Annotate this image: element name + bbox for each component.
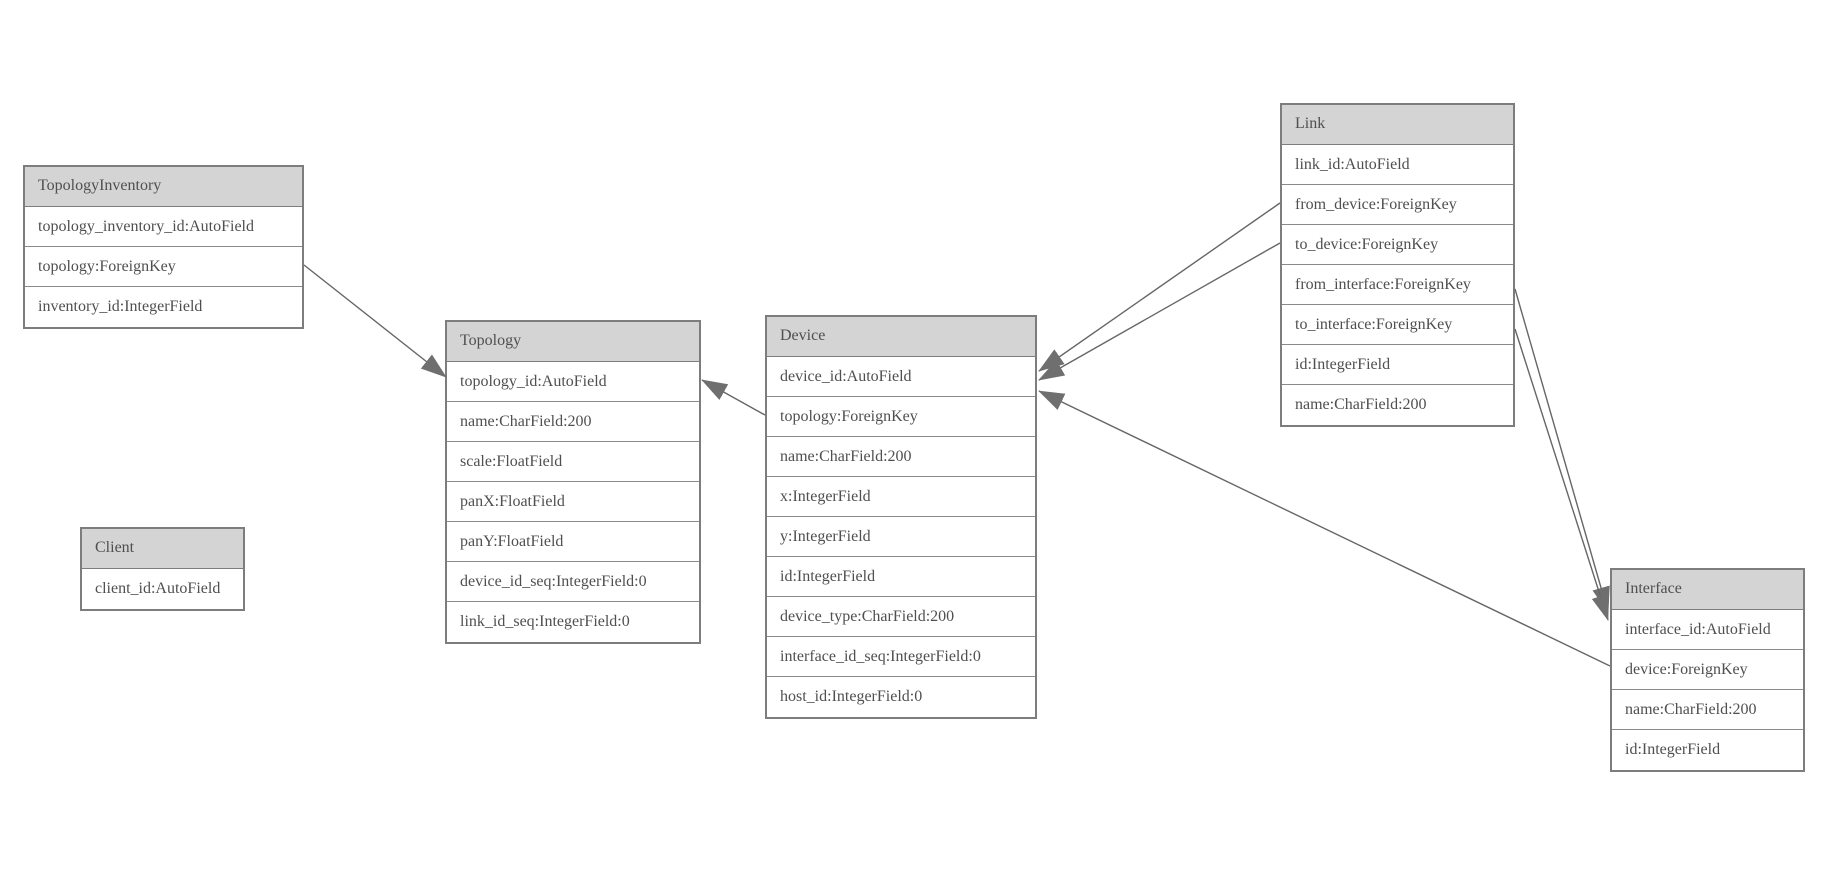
entity-field-row: topology:ForeignKey [25,247,302,287]
entity-field-row: host_id:IntegerField:0 [767,677,1035,717]
entity-title: Client [82,529,243,569]
entity-field-row: device_type:CharField:200 [767,597,1035,637]
entity-field-row: name:CharField:200 [1612,690,1803,730]
entity-field-row: inventory_id:IntegerField [25,287,302,327]
entity-field-row: client_id:AutoField [82,569,243,609]
entity-field-row: interface_id_seq:IntegerField:0 [767,637,1035,677]
entity-field-row: scale:FloatField [447,442,699,482]
relationship-link-from-interface [1514,288,1610,613]
entity-title: Device [767,317,1035,357]
entity-field-row: id:IntegerField [1612,730,1803,770]
relationship-device-topology [701,379,766,416]
entity-field-row: device_id_seq:IntegerField:0 [447,562,699,602]
entity-field-row: device_id:AutoField [767,357,1035,397]
entity-field-row: y:IntegerField [767,517,1035,557]
entity-field-row: interface_id:AutoField [1612,610,1803,650]
entity-title: Interface [1612,570,1803,610]
relationship-topologyinventory-topology [303,264,447,378]
entity-field-row: to_interface:ForeignKey [1282,305,1513,345]
relationship-link-to-interface [1514,328,1609,621]
entity-title: TopologyInventory [25,167,302,207]
entity-field-row: name:CharField:200 [447,402,699,442]
entity-field-row: id:IntegerField [1282,345,1513,385]
relationship-link-from-device [1038,202,1281,372]
entity-field-row: from_interface:ForeignKey [1282,265,1513,305]
entity-field-row: name:CharField:200 [767,437,1035,477]
entity-table-topologyinventory: TopologyInventory topology_inventory_id:… [23,165,304,329]
entity-table-client: Client client_id:AutoField [80,527,245,611]
entity-field-row: topology:ForeignKey [767,397,1035,437]
entity-field-row: device:ForeignKey [1612,650,1803,690]
entity-field-row: to_device:ForeignKey [1282,225,1513,265]
entity-field-row: panX:FloatField [447,482,699,522]
entity-field-row: topology_id:AutoField [447,362,699,402]
entity-title: Link [1282,105,1513,145]
entity-title: Topology [447,322,699,362]
entity-field-row: from_device:ForeignKey [1282,185,1513,225]
entity-field-row: id:IntegerField [767,557,1035,597]
entity-field-row: panY:FloatField [447,522,699,562]
entity-field-row: x:IntegerField [767,477,1035,517]
entity-field-row: link_id:AutoField [1282,145,1513,185]
relationship-interface-device [1038,390,1611,667]
relationship-link-to-device [1038,242,1281,381]
entity-field-row: topology_inventory_id:AutoField [25,207,302,247]
entity-field-row: link_id_seq:IntegerField:0 [447,602,699,642]
entity-field-row: name:CharField:200 [1282,385,1513,425]
